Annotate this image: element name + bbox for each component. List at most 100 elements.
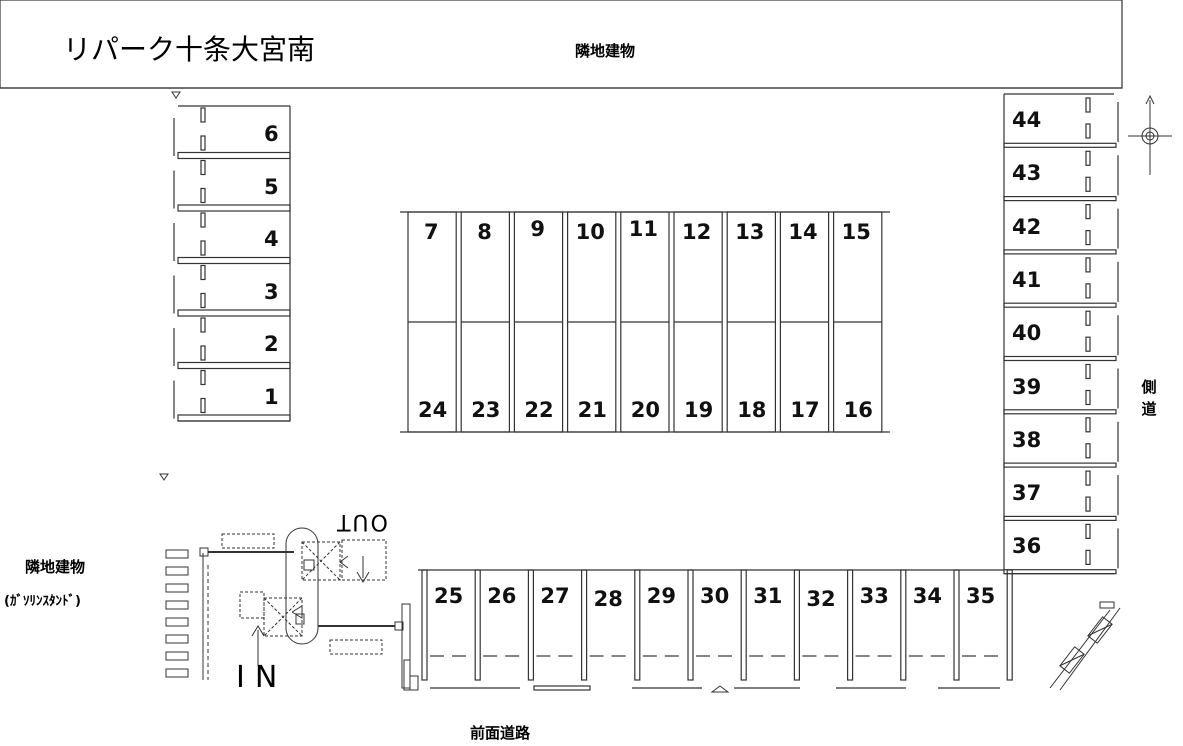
stall-number-14: 14 [788, 220, 818, 244]
wheel-stop [200, 240, 206, 256]
marker-triangle-icon [710, 685, 730, 693]
north-arrow-icon [1128, 94, 1172, 175]
gate-area [165, 527, 419, 691]
wheel-stop [1085, 549, 1091, 566]
stall-number-37: 37 [1012, 481, 1042, 506]
wheel-stop [200, 345, 206, 361]
wheel-stop [1085, 336, 1091, 352]
stall-divider [1003, 249, 1117, 255]
wheel-stop [1085, 257, 1091, 273]
wheel-stop [1085, 230, 1091, 246]
side-road-label: 側道 [1141, 378, 1157, 418]
wheel-stop [1085, 283, 1091, 299]
stall-number-38: 38 [1012, 427, 1042, 452]
stall-number-11: 11 [628, 217, 659, 241]
stall-divider [846, 569, 854, 681]
wheel-stop [1085, 150, 1091, 166]
wheel-stop [1085, 363, 1091, 380]
arrow-left-icon [291, 605, 303, 619]
stall-divider [1003, 302, 1117, 308]
stall-number-16: 16 [843, 398, 873, 422]
stall-number-10: 10 [575, 220, 605, 244]
wheel-stop [200, 292, 206, 309]
corner-exit-markings [1049, 601, 1121, 691]
neighbor-building-left-label: 隣地建物 [25, 558, 86, 576]
stall-divider [1006, 569, 1013, 681]
neighbor-building-top-label: 隣地建物 [575, 42, 636, 60]
stall-divider [1003, 142, 1117, 148]
stall-number-23: 23 [471, 398, 501, 422]
stall-divider [687, 569, 694, 681]
stall-number-39: 39 [1012, 374, 1042, 399]
stall-number-20: 20 [630, 398, 661, 422]
marker-triangle-icon [159, 473, 169, 481]
stall-number-26: 26 [487, 584, 517, 608]
right-column-stalls [1003, 93, 1119, 575]
exit-arrow-icon [356, 556, 370, 583]
wheel-stop [200, 317, 206, 333]
road-edge-line [533, 685, 591, 691]
stall-number-5: 5 [264, 174, 279, 199]
stall-number-22: 22 [524, 398, 554, 422]
stall-number-29: 29 [646, 584, 677, 608]
stall-number-18: 18 [737, 398, 767, 422]
stall-number-4: 4 [264, 227, 279, 251]
wheel-stop [200, 212, 206, 228]
stall-divider [740, 569, 747, 681]
neighbor-building-top-outline [0, 0, 1123, 89]
stall-divider [177, 414, 291, 422]
wheel-stop [1085, 389, 1091, 406]
front-road-label: 前面道路 [470, 724, 531, 742]
wheel-stop [1085, 97, 1091, 113]
stall-number-34: 34 [912, 584, 943, 608]
wheel-stop [1085, 523, 1091, 540]
wheel-stop [1085, 310, 1091, 326]
stall-number-13: 13 [735, 220, 765, 244]
stall-number-15: 15 [841, 220, 871, 244]
stall-number-44: 44 [1012, 108, 1042, 132]
stall-number-6: 6 [264, 122, 279, 146]
stall-number-7: 7 [424, 220, 439, 244]
stall-number-43: 43 [1012, 161, 1042, 186]
entry-arrow-icon [251, 625, 265, 666]
wheel-stop [1085, 496, 1091, 512]
stall-divider [1003, 409, 1117, 415]
stall-divider [580, 569, 588, 681]
entrance-label: IN [236, 660, 288, 695]
stall-number-32: 32 [806, 587, 836, 611]
center-block-stalls [400, 211, 890, 433]
stall-divider [177, 309, 291, 317]
stall-number-40: 40 [1012, 321, 1042, 346]
stall-number-31: 31 [753, 584, 783, 608]
wheel-stop [1085, 417, 1091, 433]
stall-divider [793, 569, 801, 681]
barrier-post-left [199, 547, 209, 557]
gas-station-label: (ｶﾞｿﾘﾝｽﾀﾝﾄﾞ) [4, 594, 81, 609]
wheel-stop [1085, 176, 1091, 192]
stall-number-12: 12 [682, 220, 712, 244]
wheel-stop [200, 159, 206, 176]
crosswalk-stripes [165, 549, 189, 678]
wheel-stop [1085, 443, 1091, 459]
stall-divider [1003, 196, 1117, 202]
wheel-stop [200, 264, 206, 281]
stall-number-1: 1 [264, 384, 279, 409]
stall-number-42: 42 [1012, 214, 1042, 239]
stall-divider [527, 569, 535, 681]
stall-number-41: 41 [1012, 267, 1042, 292]
stall-divider [177, 204, 291, 212]
stall-number-35: 35 [966, 584, 996, 608]
stall-number-2: 2 [264, 332, 279, 356]
stall-divider [953, 569, 960, 681]
stall-divider [1003, 515, 1117, 522]
stall-number-24: 24 [418, 398, 448, 422]
stall-number-9: 9 [530, 217, 546, 241]
stall-number-33: 33 [859, 584, 889, 608]
wheel-stop [200, 107, 206, 123]
stall-number-21: 21 [577, 398, 607, 422]
wheel-stop [200, 187, 206, 204]
stall-divider [474, 569, 481, 681]
stall-number-28: 28 [593, 587, 623, 611]
wheel-stop [1085, 204, 1091, 220]
